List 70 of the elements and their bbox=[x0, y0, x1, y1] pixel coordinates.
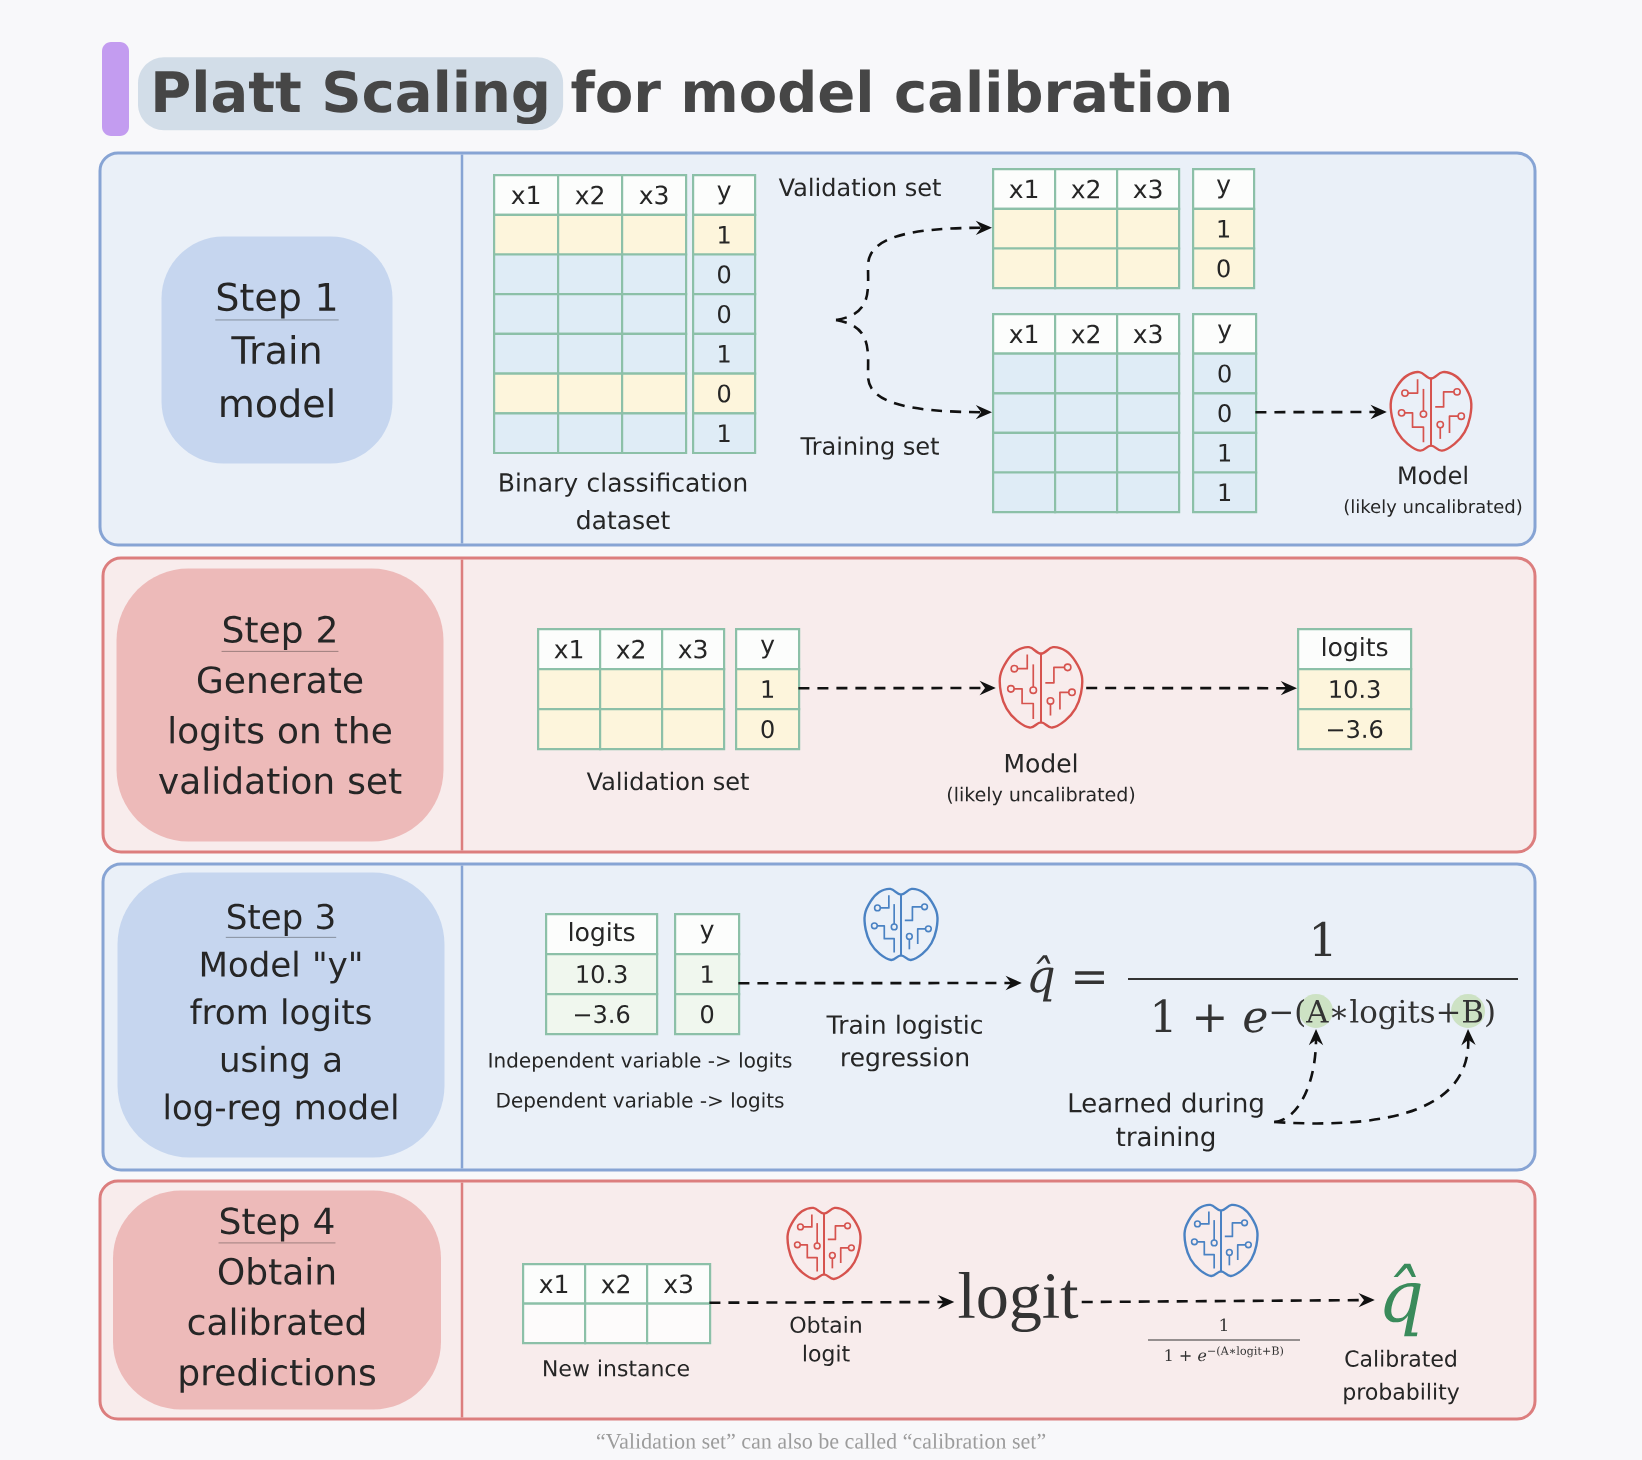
table-caption: Binary classification dataset bbox=[500, 472, 747, 530]
table-caption: Dependent variable -> logits bbox=[497, 1092, 784, 1112]
table-cell: x3 bbox=[621, 174, 688, 216]
table-cell: 0 bbox=[692, 253, 757, 296]
table-caption: Independent variable -> logits bbox=[489, 1052, 792, 1072]
table-cell: 1 bbox=[735, 668, 801, 711]
table-cell: x1 bbox=[537, 628, 602, 671]
table-cell: 1 bbox=[1192, 207, 1256, 250]
table-cell: y bbox=[1192, 168, 1256, 210]
denominator: 1 + e$^{−(A∗logit+B)}$ bbox=[1165, 1346, 1283, 1362]
table-cell: −3.6 bbox=[1297, 708, 1413, 751]
edge-label: Validation set bbox=[778, 177, 941, 197]
table-cell: x2 bbox=[584, 1263, 649, 1305]
table-cell: 10.3 bbox=[545, 953, 659, 996]
table-cell: x2 bbox=[1054, 313, 1119, 355]
table-cell: 0 bbox=[692, 372, 757, 415]
text-label: Calibrated probability bbox=[1344, 1349, 1460, 1405]
edge-label: Training set bbox=[800, 436, 939, 460]
table-cell: x1 bbox=[992, 168, 1057, 210]
numerator: 1 bbox=[1220, 1318, 1227, 1331]
annotation: Learned during training bbox=[1069, 1092, 1263, 1152]
table-cell: x2 bbox=[1054, 168, 1119, 210]
step-box: Step 4 Obtain calibrated predictions bbox=[113, 1190, 441, 1410]
numerator: 1 bbox=[1314, 921, 1332, 956]
formula: q̂ = bbox=[1030, 955, 1104, 1002]
table-cell: −3.6 bbox=[545, 993, 659, 1036]
icon-caption: Model bbox=[1399, 465, 1467, 485]
table-cell: x1 bbox=[493, 174, 560, 216]
table-cell: 1 bbox=[1192, 431, 1258, 474]
table-cell: 0 bbox=[1192, 247, 1256, 290]
edge-label: Train logistic regression bbox=[826, 1014, 982, 1072]
table-cell: y bbox=[735, 628, 801, 671]
step-box: Step 1 Train model bbox=[161, 236, 393, 464]
table-cell: logits bbox=[1297, 628, 1413, 671]
table-caption: Validation set bbox=[586, 771, 749, 791]
table-cell: x3 bbox=[646, 1263, 712, 1305]
table-cell: logits bbox=[545, 913, 659, 956]
step-box: Step 3 Model "y" from logits using a log-reg model bbox=[117, 872, 445, 1158]
table-cell: 0 bbox=[1192, 392, 1258, 434]
table-caption: New instance bbox=[544, 1359, 689, 1377]
table-cell: 0 bbox=[735, 708, 801, 751]
table-cell: 0 bbox=[1192, 352, 1258, 395]
table-cell: x3 bbox=[661, 628, 726, 671]
edge-label: Obtain logit bbox=[790, 1316, 861, 1366]
math-symbol: q̂ bbox=[1384, 1263, 1421, 1337]
step-box: Step 2 Generate logits on the validation set bbox=[116, 568, 444, 842]
table-cell: y bbox=[1192, 313, 1258, 355]
table-cell: 1 bbox=[692, 213, 757, 256]
table-cell: x2 bbox=[599, 628, 664, 671]
table-cell: 0 bbox=[674, 993, 741, 1036]
table-cell: x1 bbox=[522, 1263, 587, 1305]
icon-caption: (likely uncalibrated) bbox=[947, 786, 1135, 806]
denominator: 1 + e$^{−(A∗logits+B)}$ bbox=[1154, 994, 1494, 1033]
table-cell: x3 bbox=[1116, 313, 1181, 355]
table-cell: 1 bbox=[692, 412, 757, 455]
icon-caption: Model bbox=[1005, 753, 1077, 773]
math-text: logit bbox=[958, 1272, 1079, 1333]
table-cell: x2 bbox=[557, 174, 624, 216]
table-cell: 1 bbox=[674, 953, 741, 996]
title: Platt Scaling for model calibration bbox=[138, 57, 1229, 131]
table-cell: 1 bbox=[692, 332, 757, 375]
table-cell: x1 bbox=[992, 313, 1057, 355]
table-cell: y bbox=[674, 913, 741, 956]
table-cell: x3 bbox=[1116, 168, 1181, 210]
table-cell: 10.3 bbox=[1297, 668, 1413, 711]
table-cell: 0 bbox=[692, 293, 757, 335]
table-cell: 1 bbox=[1192, 471, 1258, 514]
icon-caption: (likely uncalibrated) bbox=[1344, 499, 1522, 517]
table-cell: y bbox=[692, 174, 757, 216]
caption: “Validation set” can also be called “calibration set” bbox=[596, 1433, 1046, 1449]
